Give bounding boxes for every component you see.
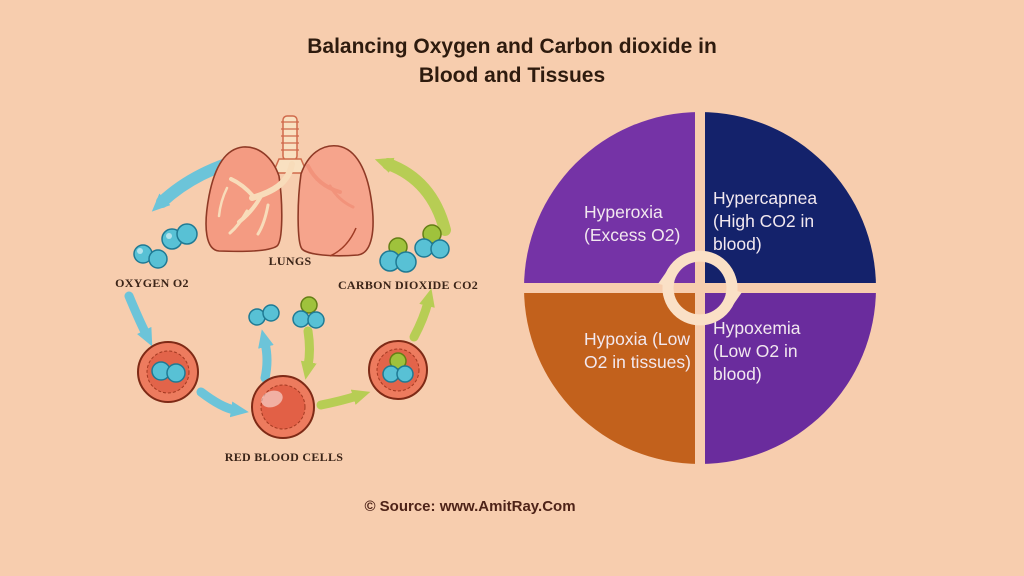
red-blood-cell-with-oxygen — [137, 341, 199, 403]
cell-to-cell-blue-arrow — [196, 387, 249, 418]
quadrant-hypercapnea: Hypercapnea (High CO2 in blood) — [705, 112, 876, 283]
o2-release-arrow — [258, 329, 274, 383]
lungs-label: LUNGS — [269, 254, 312, 268]
quadrant-diagram: Hyperoxia (Excess O2) Hypercapnea (High … — [524, 112, 876, 464]
quadrant-hypoxia: Hypoxia (Low O2 in tissues) — [524, 293, 695, 464]
oxygen-down-arrow — [124, 291, 153, 347]
source-credit: © Source: www.AmitRay.Com — [364, 498, 576, 515]
released-oxygen-molecule — [248, 304, 280, 326]
co2-up-arrow — [409, 288, 435, 342]
page-title-line1: Balancing Oxygen and Carbon dioxide in — [307, 35, 717, 58]
quadrant-hypoxia-label: Hypoxia (Low O2 in tissues) — [584, 328, 691, 372]
quadrant-hypoxemia-label: Hypoxemia (Low O2 in blood) — [713, 318, 801, 384]
respiration-cycle-illustration: LUNGS OXYGEN O2 CARBON DIOXIDE CO2 — [115, 115, 478, 464]
carbon-dioxide-label: CARBON DIOXIDE CO2 — [338, 278, 478, 292]
quadrant-hypercapnea-label: Hypercapnea (High CO2 in blood) — [713, 188, 818, 254]
red-blood-cell-empty — [251, 375, 315, 439]
quadrant-circle: Hyperoxia (Excess O2) Hypercapnea (High … — [524, 112, 876, 464]
co2-pickup-arrow — [300, 326, 317, 380]
quadrant-hyperoxia-label: Hyperoxia (Excess O2) — [584, 201, 681, 245]
carbon-dioxide-molecules — [379, 224, 450, 273]
quadrant-hyperoxia: Hyperoxia (Excess O2) — [524, 112, 695, 283]
quadrant-hypoxemia: Hypoxemia (Low O2 in blood) — [705, 293, 876, 464]
oxygen-label: OXYGEN O2 — [115, 276, 189, 290]
incoming-co2-molecule — [292, 296, 325, 329]
oxygen-molecules — [133, 223, 198, 269]
red-blood-cell-with-co2 — [368, 340, 428, 400]
page-title: Balancing Oxygen and Carbon dioxide in B… — [0, 32, 1024, 90]
lungs-illustration: LUNGS — [205, 115, 374, 268]
page-title-line2: Blood and Tissues — [418, 64, 606, 87]
co2-to-lungs-arrow — [374, 157, 451, 236]
red-blood-cells-label: RED BLOOD CELLS — [225, 450, 344, 464]
cell-to-cell-green-arrow — [316, 389, 371, 410]
